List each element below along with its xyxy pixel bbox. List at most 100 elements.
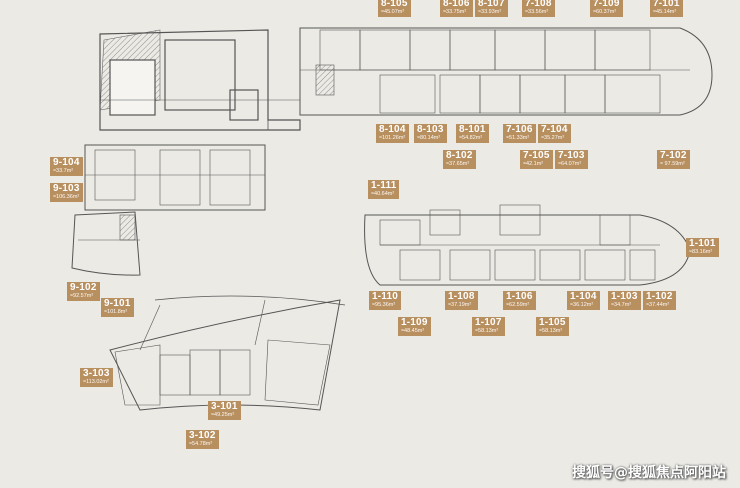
unit-tag[interactable]: 8-105≈45.07m² [378,0,411,17]
unit-number: 8-101 [459,124,486,135]
unit-number: 1-105 [539,317,566,328]
unit-number: 8-105 [381,0,408,9]
unit-area: ≈45.07m² [381,9,405,15]
unit-number: 7-109 [593,0,620,9]
unit-tag[interactable]: 9-101≈101.8m² [101,298,134,317]
unit-tag[interactable]: 1-107≈58.13m² [472,317,505,336]
unit-area: ≈95.36m² [372,302,396,308]
unit-number: 8-102 [446,150,473,161]
unit-tag[interactable]: 1-111≈40.64m² [368,180,400,199]
unit-number: 9-101 [104,298,131,309]
building-middle-left [71,144,266,276]
unit-tag[interactable]: 7-108≈33.56m² [522,0,555,17]
unit-number: 1-108 [448,291,475,302]
unit-number: 1-110 [372,291,399,302]
unit-area: ≈37.19m² [448,302,472,308]
unit-number: 7-103 [558,150,585,161]
building-bottom [109,295,346,411]
unit-tag[interactable]: 7-106≈51.33m² [503,124,536,143]
unit-area: ≈33.7m² [53,168,74,174]
unit-number: 1-111 [371,180,397,191]
inner-room [109,59,156,116]
unit-area: ≈48.45m² [401,328,425,334]
unit-area: ≈58.13m² [475,328,499,334]
building-middle-right [364,204,691,286]
unit-area: ≈54.78m² [189,441,213,447]
unit-area: ≈106.36m² [53,194,80,200]
unit-tag[interactable]: 1-108≈37.19m² [445,291,478,310]
unit-number: 7-104 [541,124,568,135]
unit-tag[interactable]: 3-101≈49.25m² [208,401,241,420]
unit-area: ≈80.14m² [417,135,441,141]
unit-tag[interactable]: 7-101≈45.14m² [650,0,683,17]
unit-number: 9-103 [53,183,80,194]
unit-tag[interactable]: 1-104≈36.12m² [567,291,600,310]
unit-area: ≈49.25m² [211,412,235,418]
unit-tag[interactable]: 1-106≈62.59m² [503,291,536,310]
unit-tag[interactable]: 8-101≈54.82m² [456,124,489,143]
unit-area: ≈83.16m² [689,249,713,255]
unit-tag[interactable]: 1-110≈95.36m² [369,291,402,310]
unit-tag[interactable]: 9-104≈33.7m² [50,157,83,176]
unit-area: ≈ 97.59m² [660,161,685,167]
unit-tag[interactable]: 1-102≈37.44m² [643,291,676,310]
unit-tag[interactable]: 3-102≈54.78m² [186,430,219,449]
unit-area: ≈40.64m² [371,191,395,197]
unit-tag[interactable]: 1-105≈58.13m² [536,317,569,336]
building-top-left [99,29,301,131]
unit-number: 8-104 [379,124,406,135]
unit-number: 7-106 [506,124,533,135]
unit-tag[interactable]: 7-102≈ 97.59m² [657,150,690,169]
unit-tag[interactable]: 8-107≈33.93m² [475,0,508,17]
unit-area: ≈33.56m² [525,9,549,15]
unit-tag[interactable]: 9-102≈92.57m² [67,282,100,301]
unit-tag[interactable]: 1-101≈83.16m² [686,238,719,257]
unit-tag[interactable]: 9-103≈106.36m² [50,183,83,202]
unit-number: 7-108 [525,0,552,9]
building-top-right [299,27,713,116]
unit-number: 8-106 [443,0,470,9]
unit-number: 1-104 [570,291,597,302]
unit-area: ≈42.1m² [523,161,544,167]
unit-tag[interactable]: 7-109≈60.37m² [590,0,623,17]
unit-area: ≈37.44m² [646,302,670,308]
unit-tag[interactable]: 1-103≈34.7m² [608,291,641,310]
unit-number: 1-106 [506,291,533,302]
unit-area: ≈58.13m² [539,328,563,334]
unit-number: 3-103 [83,368,110,379]
unit-area: ≈64.07m² [558,161,582,167]
unit-number: 7-102 [660,150,687,161]
unit-number: 8-107 [478,0,505,9]
unit-number: 8-103 [417,124,444,135]
unit-area: ≈62.59m² [506,302,530,308]
unit-number: 1-102 [646,291,673,302]
unit-area: ≈101.26m² [379,135,406,141]
unit-area: ≈45.14m² [653,9,677,15]
unit-area: ≈60.37m² [593,9,617,15]
unit-number: 1-107 [475,317,502,328]
unit-area: ≈92.57m² [70,293,94,299]
unit-area: ≈113.02m² [83,379,109,385]
unit-area: ≈33.93m² [478,9,502,15]
unit-number: 7-101 [653,0,680,9]
unit-tag[interactable]: 7-104≈35.27m² [538,124,571,143]
unit-area: ≈37.65m² [446,161,470,167]
unit-tag[interactable]: 8-103≈80.14m² [414,124,447,143]
unit-tag[interactable]: 7-105≈42.1m² [520,150,553,169]
unit-area: ≈33.75m² [443,9,467,15]
unit-tag[interactable]: 8-104≈101.26m² [376,124,409,143]
unit-number: 9-104 [53,157,80,168]
unit-tag[interactable]: 3-103≈113.02m² [80,368,113,387]
unit-number: 7-105 [523,150,550,161]
unit-area: ≈101.8m² [104,309,128,315]
unit-tag[interactable]: 7-103≈64.07m² [555,150,588,169]
unit-area: ≈36.12m² [570,302,594,308]
curved-wing [71,211,141,276]
unit-number: 3-101 [211,401,238,412]
unit-tag[interactable]: 1-109≈48.45m² [398,317,431,336]
block-outline [364,214,691,286]
unit-tag[interactable]: 8-106≈33.75m² [440,0,473,17]
unit-area: ≈51.33m² [506,135,530,141]
unit-tag[interactable]: 8-102≈37.65m² [443,150,476,169]
